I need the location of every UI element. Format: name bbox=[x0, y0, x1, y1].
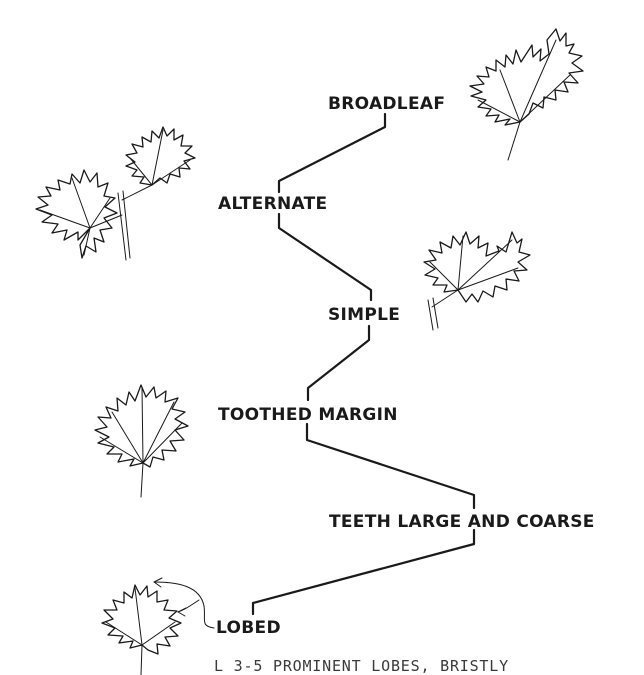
alternate-leaves-illustration bbox=[36, 127, 195, 260]
simple-leaf-illustration bbox=[424, 232, 530, 330]
lobe-pointer-arrow bbox=[154, 582, 214, 628]
label-lobed: LOBED bbox=[216, 618, 281, 638]
label-toothed-margin: TOOTHED MARGIN bbox=[218, 405, 398, 425]
label-teeth-large-coarse: TEETH LARGE AND COARSE bbox=[329, 512, 595, 532]
label-alternate: ALTERNATE bbox=[218, 194, 327, 214]
connector-teeth-lobed bbox=[253, 530, 474, 614]
connector-simple-toothed bbox=[308, 326, 369, 400]
connector-broadleaf-alternate bbox=[279, 114, 385, 192]
label-simple: SIMPLE bbox=[328, 305, 400, 325]
broadleaf-leaf-illustration bbox=[470, 29, 583, 160]
connector-alternate-simple bbox=[279, 214, 371, 300]
toothed-margin-leaf-illustration bbox=[95, 385, 188, 497]
label-broadleaf: BROADLEAF bbox=[328, 94, 445, 114]
footnote-lobes-text: L 3-5 PROMINENT LOBES, BRISTLY bbox=[214, 657, 509, 675]
lobed-leaf-illustration bbox=[102, 578, 214, 675]
connector-toothed-teeth bbox=[307, 424, 474, 508]
key-connector-lines bbox=[253, 114, 474, 614]
